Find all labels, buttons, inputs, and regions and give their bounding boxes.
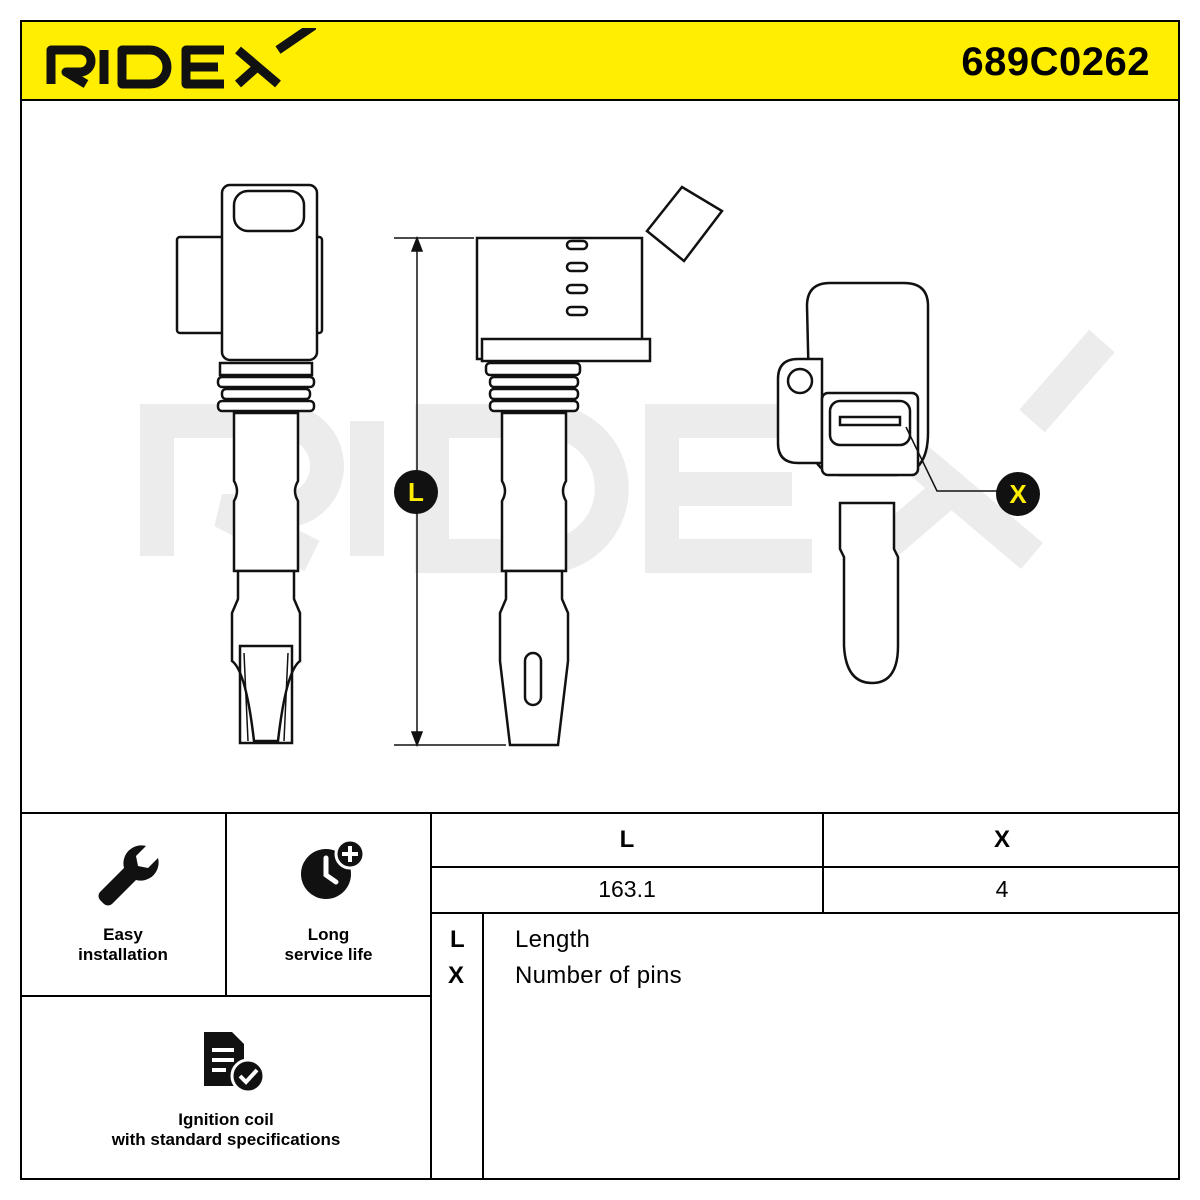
table-bottom-divider: [430, 912, 1180, 914]
ridex-logo: [46, 28, 316, 89]
feature-line: installation: [78, 945, 168, 964]
clock-plus-icon: [301, 838, 366, 899]
technical-drawing: L X: [22, 101, 1178, 813]
wrench-icon: [98, 845, 159, 906]
feature-line: with standard specifications: [111, 1130, 341, 1149]
feature-standard-specifications: Ignition coil with standard specificatio…: [22, 1110, 430, 1150]
feature-line: Long: [307, 925, 350, 944]
coil-drawing-svg: [140, 183, 1115, 748]
legend-key-x: X: [448, 962, 465, 989]
feature-line: Easy: [103, 925, 143, 944]
table-header-x: X: [993, 826, 1010, 853]
feature-easy-installation: Easy installation: [22, 925, 224, 965]
legend-label-l: Length: [515, 926, 591, 953]
table-value-x: 4: [995, 876, 1009, 902]
pin-leader-line: [905, 426, 1002, 492]
table-header-l: L: [619, 826, 635, 853]
table-header-divider: [430, 866, 1180, 868]
legend-key-l: L: [450, 926, 465, 953]
legend-col-divider: [482, 912, 484, 1180]
feature-line: Ignition coil: [178, 1110, 274, 1129]
coil-view-connector: [776, 281, 930, 685]
length-badge: L: [394, 470, 438, 514]
table-value-l: 163.1: [598, 876, 656, 902]
coil-view-side: [475, 185, 724, 747]
header-bar: 689C0262: [20, 20, 1180, 101]
pins-badge: X: [996, 472, 1040, 516]
lower-divider: [20, 812, 1180, 814]
table-col-divider: [822, 812, 824, 914]
part-number: 689C0262: [961, 40, 1150, 84]
feature-long-service-life: Long service life: [227, 925, 430, 965]
document-check-icon: [204, 1032, 266, 1094]
feature-divider-1: [225, 812, 227, 996]
feature-row-divider: [20, 995, 432, 997]
feature-line: service life: [284, 945, 373, 964]
coil-view-front: [175, 183, 324, 745]
legend-label-x: Number of pins: [515, 962, 682, 989]
